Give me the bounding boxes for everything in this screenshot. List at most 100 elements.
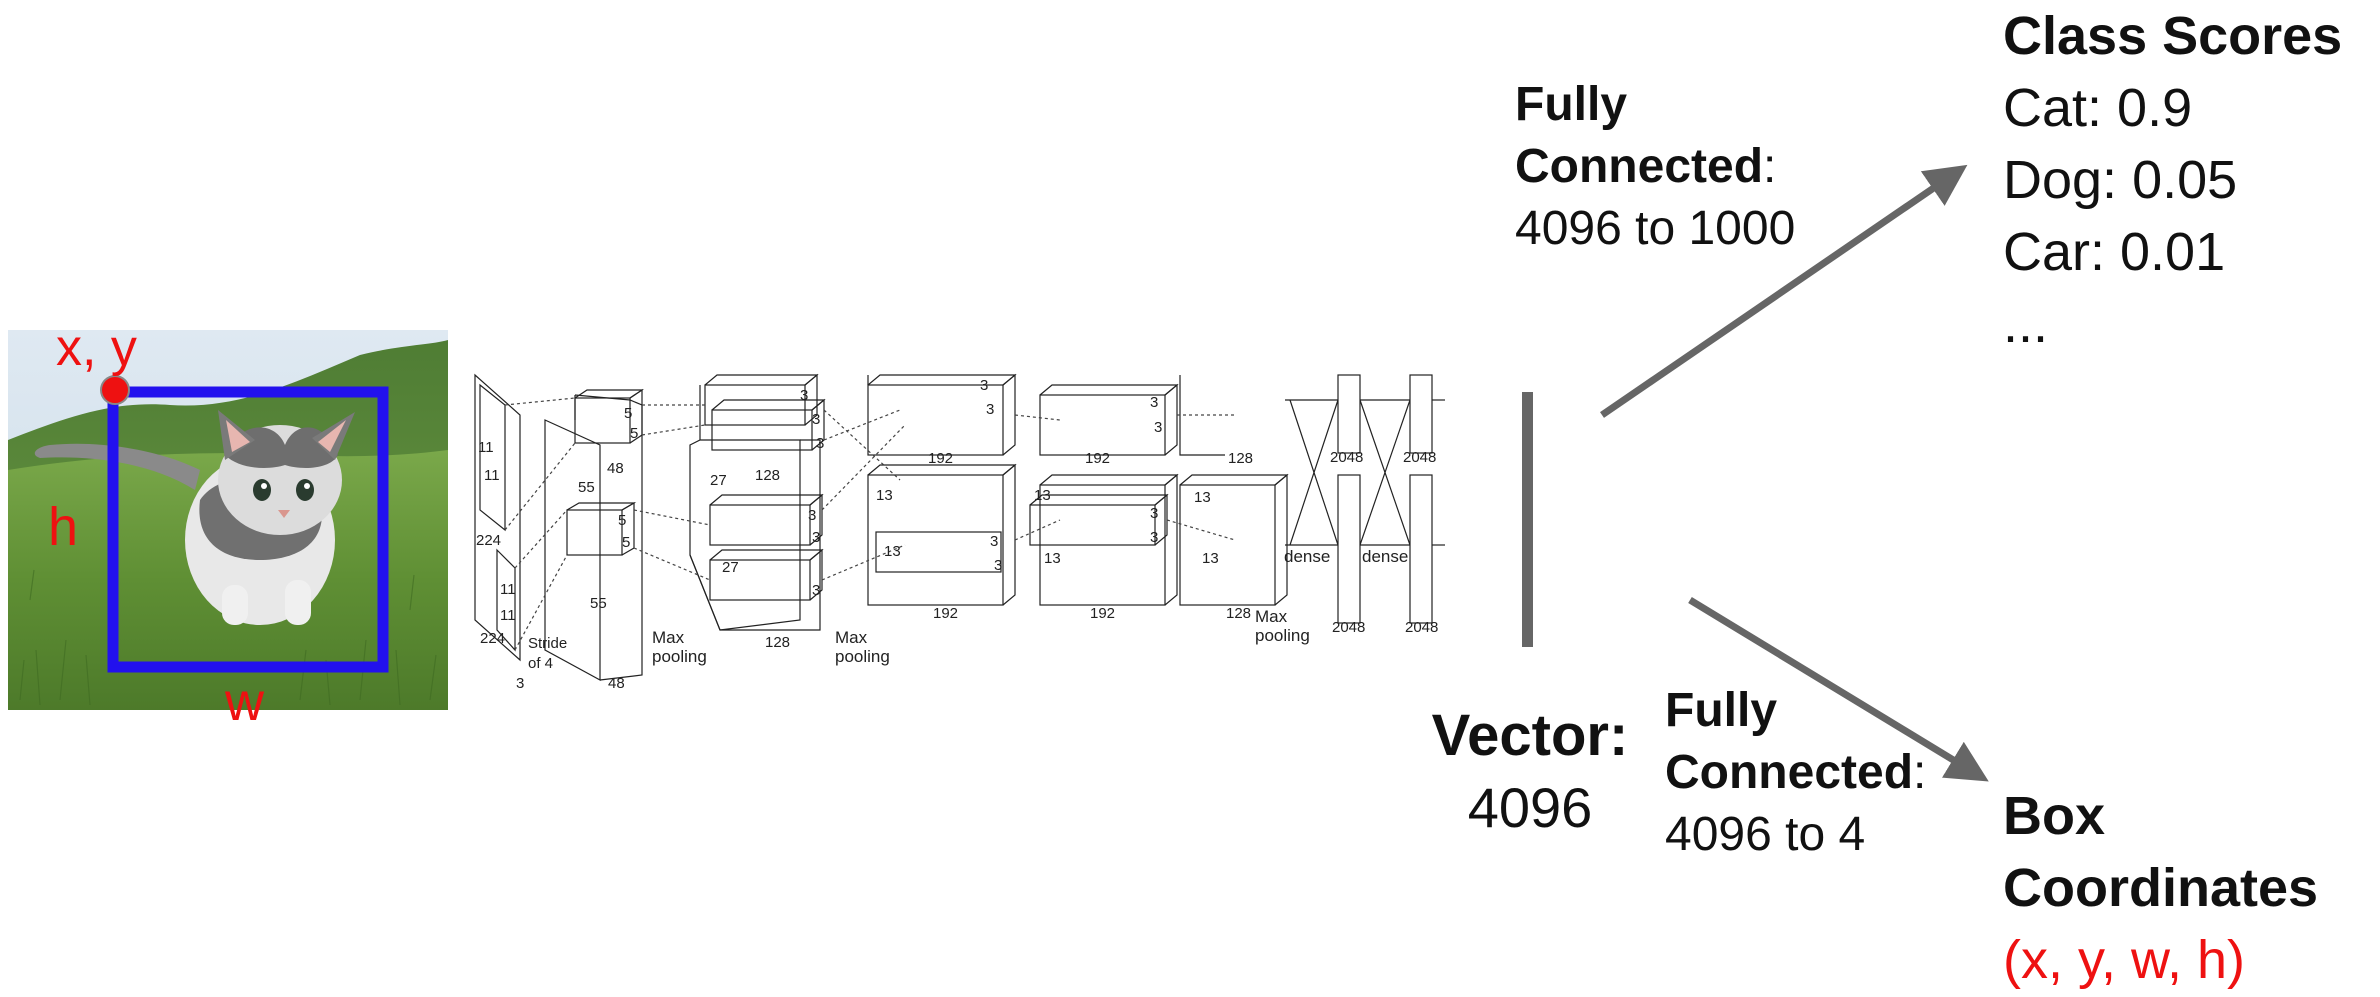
label-l1-5-a: 5: [624, 405, 632, 422]
label-l3-13-a: 13: [876, 487, 893, 504]
label-stride: Stride: [528, 635, 567, 652]
label-of4: of 4: [528, 655, 553, 672]
label-l2-3-a: 3: [800, 387, 808, 404]
conv5-slab: [1179, 484, 1276, 606]
conv4-slab-a: [1039, 394, 1166, 456]
label-fc-2048-c: 2048: [1332, 619, 1365, 636]
class-scores-block: Class Scores Cat: 0.9 Dog: 0.05 Car: 0.0…: [2003, 0, 2380, 360]
label-l3-3-a: 3: [980, 377, 988, 394]
label-l4-3-a: 3: [1150, 394, 1158, 411]
label-xy: x, y: [56, 319, 137, 377]
fc2-top: [1409, 374, 1433, 454]
label-l3-192-a: 192: [928, 450, 953, 467]
label-fc-2048-d: 2048: [1405, 619, 1438, 636]
fc-top-dims: 4096 to 1000: [1515, 202, 1796, 255]
input-kernel-top: [479, 383, 506, 532]
class-score-dog: Dog: 0.05: [2003, 150, 2238, 210]
arrow-to-class-scores: [1600, 164, 1968, 418]
fc-top-connected: Connected: [1515, 140, 1764, 193]
label-l4-192-b: 192: [1090, 605, 1115, 622]
label-l5-128-b: 128: [1226, 605, 1251, 622]
label-dense-b: dense: [1362, 547, 1408, 566]
label-l1-5-b: 5: [630, 425, 638, 442]
label-l5-13-a: 13: [1194, 489, 1211, 506]
label-l1-5-d: 5: [622, 534, 630, 551]
label-dense-a: dense: [1284, 547, 1330, 566]
conv2-slab-a: [689, 439, 801, 631]
label-l4-3-c: 3: [1150, 505, 1158, 522]
box-title-line1: Box: [2003, 786, 2106, 846]
label-maxpool1-b: pooling: [652, 647, 707, 666]
class-score-cat: Cat: 0.9: [2003, 78, 2193, 138]
fc-top-colon: :: [1763, 140, 1777, 193]
conv2-kernel-b: [709, 504, 811, 546]
label-maxpool1-a: Max: [652, 628, 685, 647]
conv2-kernel-a: [704, 384, 806, 426]
fc-bottom-dims: 4096 to 4: [1665, 808, 1866, 861]
fc-bottom-connected: Connected: [1665, 746, 1914, 799]
label-l2-128-b: 128: [765, 634, 790, 651]
label-l3-192-b: 192: [933, 605, 958, 622]
label-l5-13-b: 13: [1202, 550, 1219, 567]
bounding-box: [107, 386, 389, 673]
label-l2-3-f: 3: [812, 582, 820, 599]
box-title-line2: Coordinates: [2003, 858, 2319, 918]
label-l2-3-d: 3: [808, 507, 816, 524]
label-in-224-b: 224: [480, 630, 505, 647]
label-k11-d: 11: [500, 607, 516, 624]
architecture-labels: 11 11 224 11 11 224 3 Stride of 4 5 5 48…: [476, 377, 1438, 692]
label-l1-55-b: 55: [590, 595, 607, 612]
label-l4-3-b: 3: [1154, 419, 1162, 436]
vector-bar: [1522, 392, 1533, 647]
label-k11-b: 11: [484, 467, 500, 484]
label-in-3: 3: [516, 675, 524, 692]
class-score-car: Car: 0.01: [2003, 222, 2226, 282]
class-scores-title: Class Scores: [2003, 6, 2343, 66]
arrow-to-box-coordinates: [1688, 597, 1989, 782]
label-l3-3-c: 3: [990, 533, 998, 550]
label-h: h: [48, 497, 79, 557]
label-l4-13-b: 13: [1044, 550, 1061, 567]
label-l1-55-a: 55: [578, 479, 595, 496]
conv1-kernel-bottom: [566, 509, 623, 556]
label-l2-3-b: 3: [812, 411, 820, 428]
label-l3-3-d: 3: [994, 557, 1002, 574]
label-l2-3-c: 3: [816, 435, 824, 452]
label-l2-3-e: 3: [812, 529, 820, 546]
class-score-ellipsis: ...: [2003, 294, 2049, 354]
label-in-224-a: 224: [476, 532, 501, 549]
label-k11-a: 11: [478, 439, 494, 456]
label-maxpool2-a: Max: [835, 628, 868, 647]
label-l1-5-c: 5: [618, 512, 626, 529]
alexnet-architecture: [474, 373, 1445, 682]
label-maxpool3-a: Max: [1255, 607, 1288, 626]
label-fc-2048-b: 2048: [1403, 449, 1436, 466]
fc-bottom-colon: :: [1913, 746, 1927, 799]
label-maxpool3-b: pooling: [1255, 626, 1310, 645]
fc-bottom-line1: Fully: [1665, 684, 1778, 737]
label-w: w: [225, 672, 264, 732]
label-fc-2048-a: 2048: [1330, 449, 1363, 466]
fc-bottom-block: Fully Connected: 4096 to 4: [1665, 680, 1926, 866]
label-l2-128-a: 128: [755, 467, 780, 484]
fc-top-line1: Fully: [1515, 78, 1628, 131]
box-coordinates-block: Box Coordinates (x, y, w, h): [2003, 780, 2318, 996]
vector-block: Vector: 4096: [1425, 700, 1635, 844]
label-l5-128-a: 128: [1228, 450, 1253, 467]
label-maxpool2-b: pooling: [835, 647, 890, 666]
fc1-top: [1337, 374, 1361, 454]
label-l4-192-a: 192: [1085, 450, 1110, 467]
label-l1-48-b: 48: [608, 675, 625, 692]
corner-point: [100, 375, 130, 405]
input-slab: [474, 373, 521, 662]
fc2-bottom: [1409, 474, 1433, 624]
label-l4-13-a: 13: [1034, 487, 1051, 504]
conv3-slab-b: [867, 474, 1004, 606]
label-l3-13-b: 13: [884, 543, 901, 560]
box-coordinates-value: (x, y, w, h): [2003, 930, 2246, 990]
conv3-slab-a: [867, 384, 1004, 456]
fc-top-block: Fully Connected: 4096 to 1000: [1515, 74, 1795, 260]
label-l3-3-b: 3: [986, 401, 994, 418]
label-l2-27-a: 27: [710, 472, 727, 489]
